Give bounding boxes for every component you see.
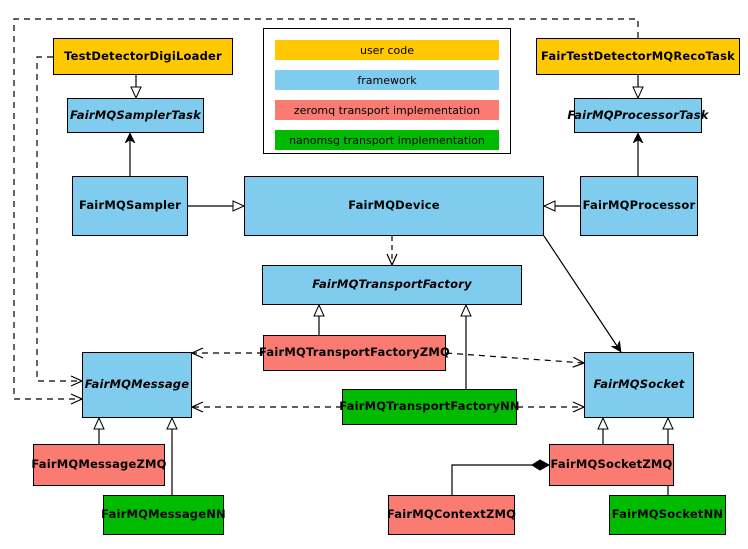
legend-item-nanomsg: nanomsg transport implementation <box>275 130 499 150</box>
class-label-testdetectordigiloader: TestDetectorDigiLoader <box>64 48 222 63</box>
legend-label-zeromq: zeromq transport implementation <box>293 103 481 117</box>
class-label-fairmqsocketzmq: FairMQSocketZMQ <box>550 457 673 472</box>
class-box-fairtestdetectormqrecotask[interactable]: FairTestDetectorMQRecoTask <box>536 38 740 75</box>
legend-panel: user code framework zeromq transport imp… <box>263 28 511 154</box>
class-label-fairmqprocessortask: FairMQProcessorTask <box>567 107 709 122</box>
edge-socketzmq-composition-contextzmq <box>451 459 551 495</box>
class-box-fairmqmessagenn[interactable]: FairMQMessageNN <box>101 495 226 535</box>
edge-device-to-socket <box>543 235 622 352</box>
legend-label-framework: framework <box>357 73 417 87</box>
class-label-fairmqdevice: FairMQDevice <box>348 198 440 213</box>
class-label-fairmqsamplertask: FairMQSamplerTask <box>70 107 201 122</box>
legend-item-zeromq: zeromq transport implementation <box>275 100 499 120</box>
class-box-fairmqprocessor[interactable]: FairMQProcessor <box>580 176 698 236</box>
class-label-fairmqsampler: FairMQSampler <box>78 198 182 213</box>
class-box-fairmqtransportfactory[interactable]: FairMQTransportFactory <box>262 265 522 305</box>
class-box-fairmqsocket[interactable]: FairMQSocket <box>584 352 694 418</box>
class-label-fairmqprocessor: FairMQProcessor <box>582 198 696 213</box>
class-label-fairmqcontextzmq: FairMQContextZMQ <box>386 507 517 522</box>
legend-label-user-code: user code <box>359 43 415 57</box>
class-box-fairmqsocketnn[interactable]: FairMQSocketNN <box>609 495 726 535</box>
class-label-fairmqsocket: FairMQSocket <box>593 377 685 392</box>
class-box-fairmqprocessortask[interactable]: FairMQProcessorTask <box>567 98 708 133</box>
class-label-fairtestdetectormqrecotask: FairTestDetectorMQRecoTask <box>541 48 735 63</box>
class-box-fairmqsocketzmq[interactable]: FairMQSocketZMQ <box>549 444 674 486</box>
class-box-fairmqsamplertask[interactable]: FairMQSamplerTask <box>67 98 204 133</box>
class-label-fairmqtransportfactory: FairMQTransportFactory <box>312 277 472 292</box>
class-box-fairmqmessagezmq[interactable]: FairMQMessageZMQ <box>31 444 167 486</box>
class-box-testdetectordigiloader[interactable]: TestDetectorDigiLoader <box>53 38 233 75</box>
class-label-fairmqmessagezmq: FairMQMessageZMQ <box>31 457 167 472</box>
class-box-fairmqmessage[interactable]: FairMQMessage <box>82 352 192 418</box>
class-box-fairmqsampler[interactable]: FairMQSampler <box>72 176 188 236</box>
class-label-fairmqmessagenn: FairMQMessageNN <box>101 507 226 522</box>
legend-item-user-code: user code <box>275 40 499 60</box>
class-box-fairmqdevice[interactable]: FairMQDevice <box>244 176 544 236</box>
legend-label-nanomsg: nanomsg transport implementation <box>289 133 485 147</box>
class-box-fairmqcontextzmq[interactable]: FairMQContextZMQ <box>386 495 517 535</box>
class-label-fairmqtransportfactoryzmq: FairMQTransportFactoryZMQ <box>259 345 451 360</box>
class-label-fairmqmessage: FairMQMessage <box>84 377 190 392</box>
class-box-fairmqtransportfactoryzmq[interactable]: FairMQTransportFactoryZMQ <box>259 335 450 371</box>
class-label-fairmqtransportfactorynn: FairMQTransportFactoryNN <box>339 399 520 414</box>
class-label-fairmqsocketnn: FairMQSocketNN <box>611 507 724 522</box>
legend-item-framework: framework <box>275 70 499 90</box>
edge-factoryzmq-to-socket <box>445 352 586 368</box>
class-box-fairmqtransportfactorynn[interactable]: FairMQTransportFactoryNN <box>339 389 520 425</box>
